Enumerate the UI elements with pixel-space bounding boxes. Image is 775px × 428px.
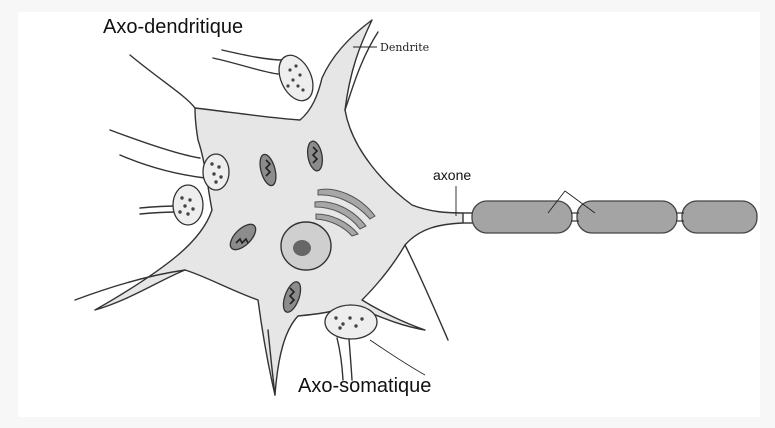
myelin-segment-3: [682, 201, 757, 233]
myelin-segment-1: [472, 201, 572, 233]
label-axone: axone: [433, 167, 471, 183]
myelin-segment-2: [577, 201, 677, 233]
nucleolus: [293, 240, 311, 256]
label-axo-dendritique: Axo-dendritique: [103, 16, 243, 38]
axo-somatic-terminal-left-2: [203, 154, 229, 190]
label-dendrite: Dendrite: [380, 41, 429, 54]
label-axo-somatique: Axo-somatique: [298, 375, 431, 397]
